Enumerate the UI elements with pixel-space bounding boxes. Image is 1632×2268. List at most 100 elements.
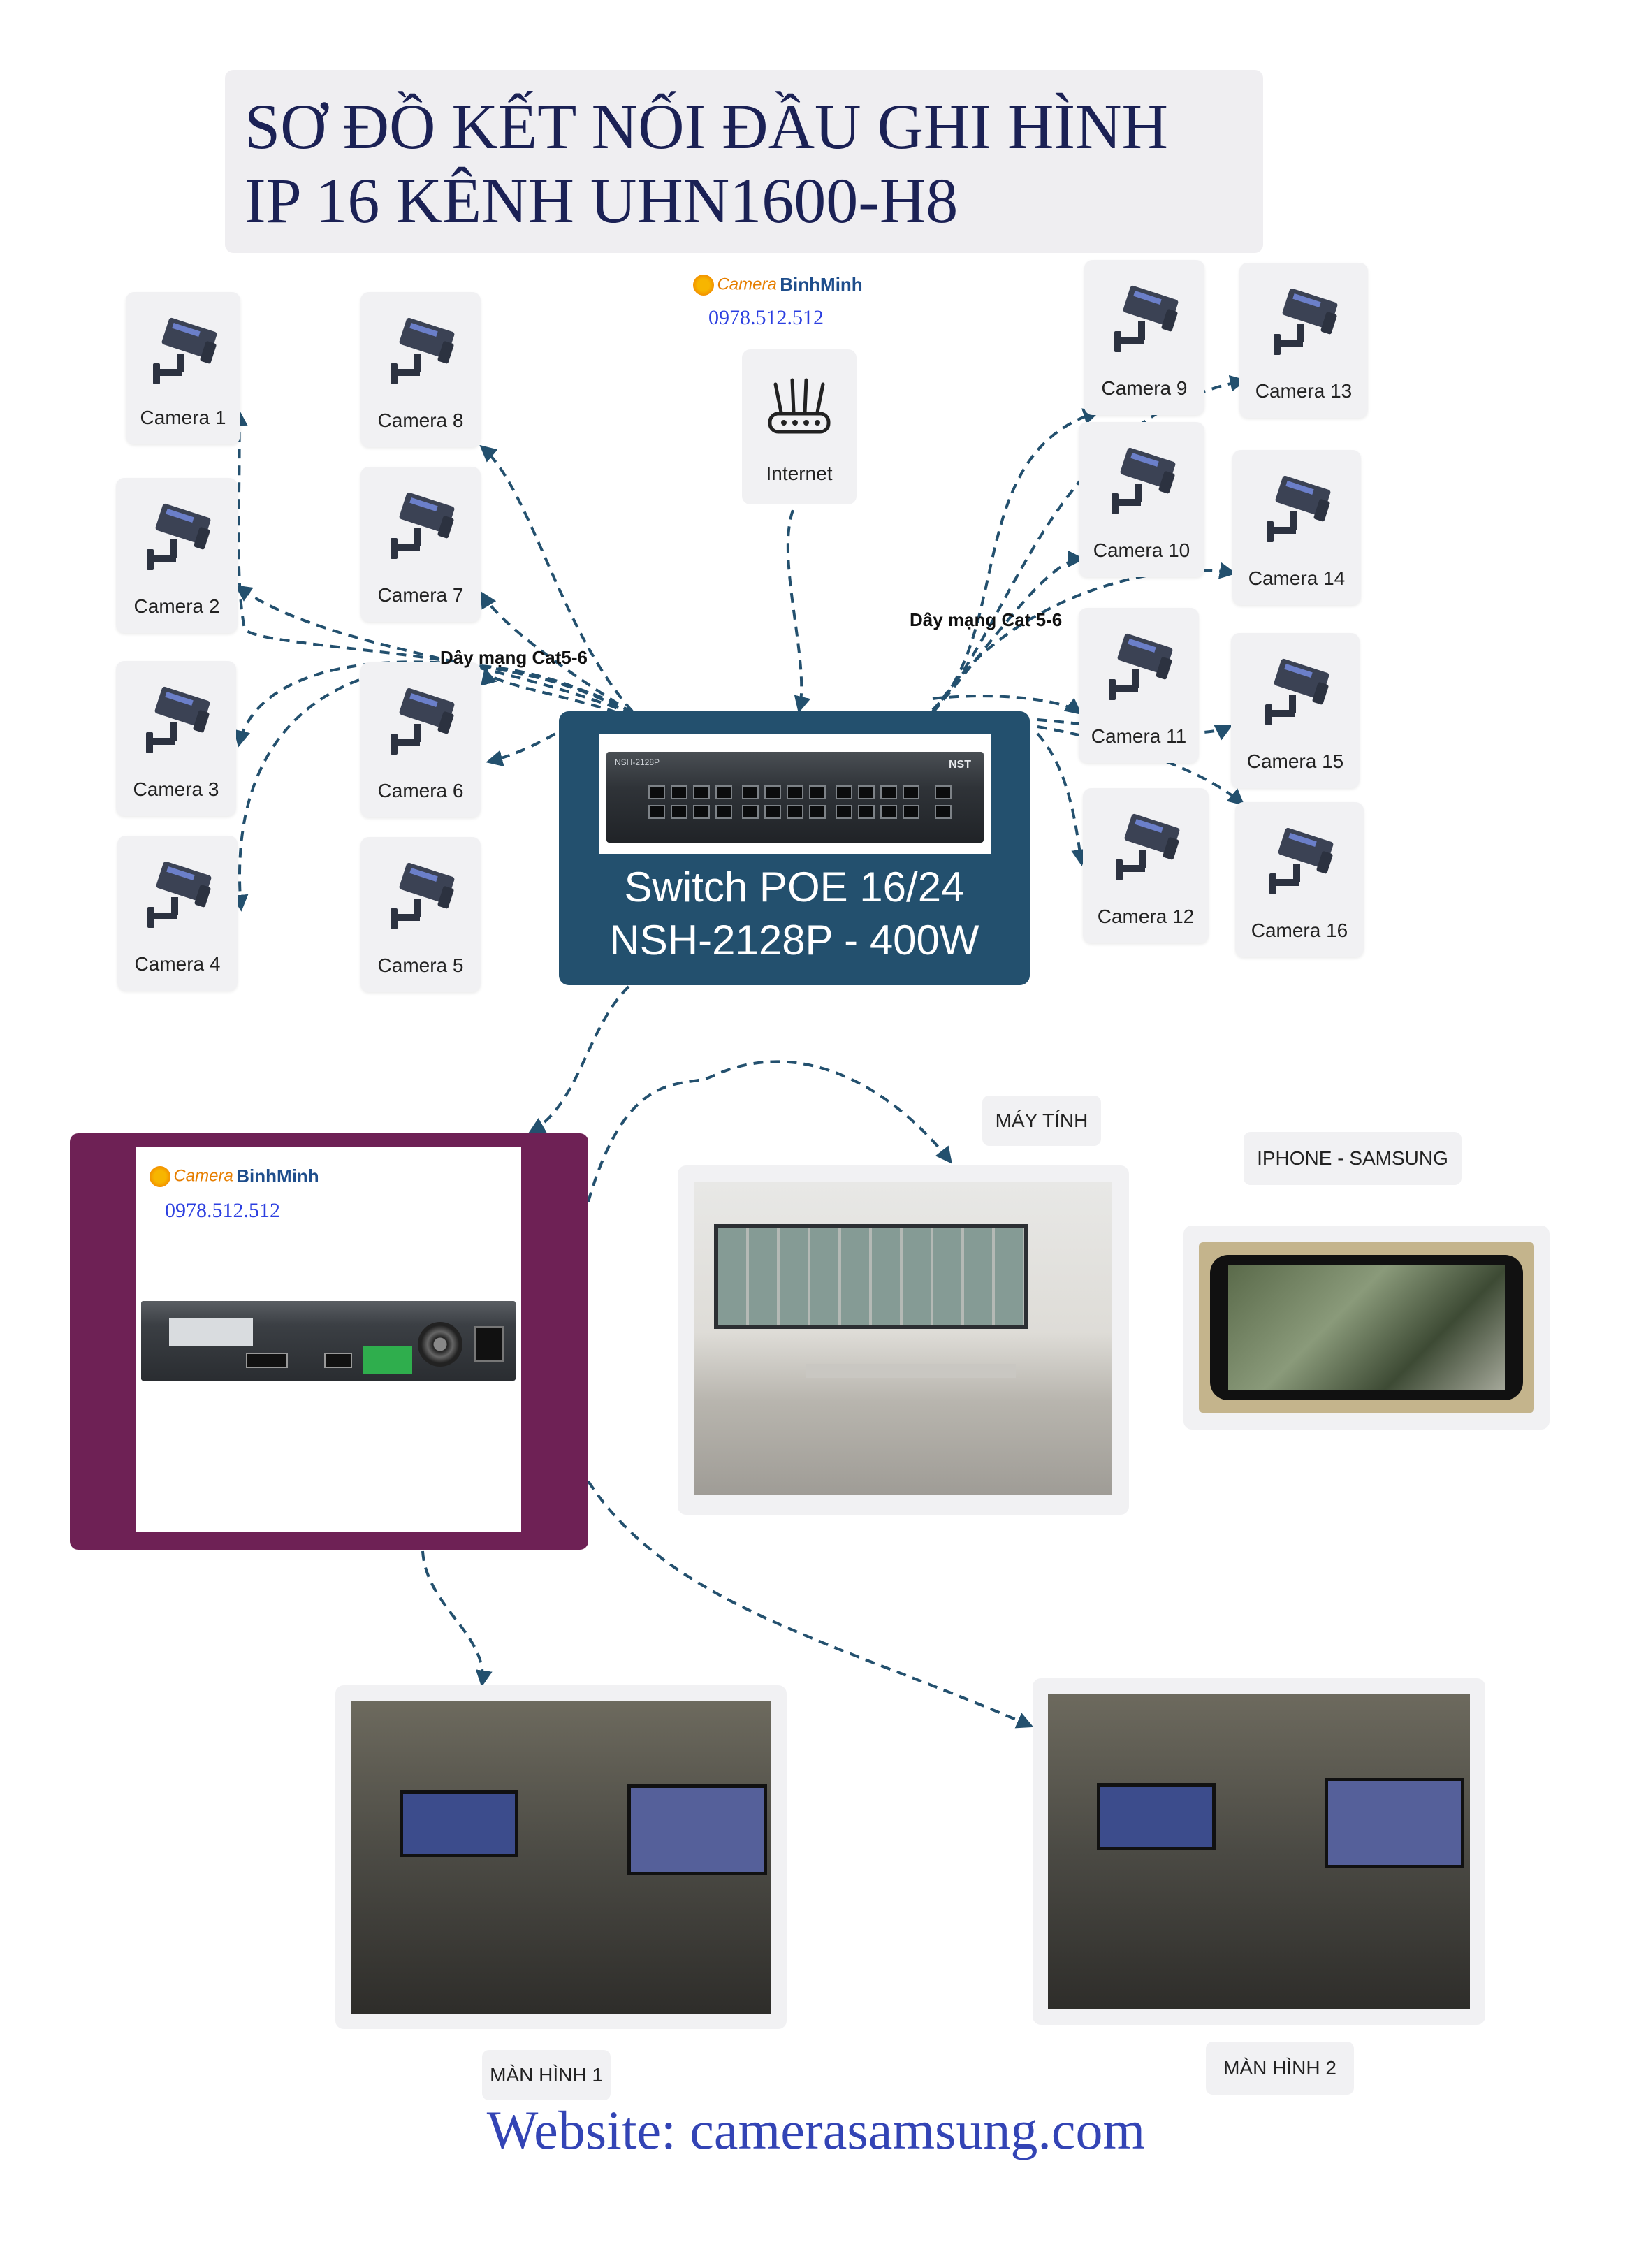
fan-icon bbox=[418, 1322, 462, 1367]
switch-line-1: Switch POE 16/24 bbox=[624, 864, 965, 910]
cctv-camera-icon bbox=[1107, 813, 1184, 883]
cctv-camera-icon bbox=[139, 861, 216, 931]
camera-card-7: Camera 7 bbox=[360, 467, 481, 622]
computer-label: MÁY TÍNH bbox=[982, 1096, 1101, 1146]
cctv-camera-icon bbox=[382, 688, 459, 757]
cctv-camera-icon bbox=[382, 862, 459, 932]
camera-label: Camera 14 bbox=[1248, 567, 1346, 589]
cable-camera-12 bbox=[1036, 732, 1088, 866]
switch-port bbox=[836, 805, 852, 819]
router-icon bbox=[768, 378, 831, 434]
switch-port bbox=[809, 805, 826, 819]
video-wall-grid bbox=[718, 1228, 1024, 1325]
phone-screen-feed bbox=[1228, 1265, 1505, 1390]
camera-label: Camera 8 bbox=[377, 409, 464, 431]
internet-node: Internet bbox=[742, 349, 857, 504]
camera-label: Camera 12 bbox=[1097, 906, 1195, 927]
power-socket-icon bbox=[474, 1326, 504, 1362]
nvr-device-rear bbox=[141, 1301, 516, 1381]
switch-port bbox=[715, 805, 732, 819]
switch-model-text: NSH-2128P bbox=[615, 757, 660, 767]
title-box: SƠ ĐỒ KẾT NỐI ĐẦU GHI HÌNH IP 16 KÊNH UH… bbox=[225, 70, 1263, 253]
cable-internet bbox=[786, 509, 811, 713]
brand-logo-top: Camera BinhMinh bbox=[693, 274, 863, 296]
camera-card-4: Camera 4 bbox=[117, 836, 238, 991]
cctv-camera-icon bbox=[1258, 475, 1335, 545]
cable-camera-5 bbox=[481, 667, 633, 720]
phone-photo bbox=[1199, 1242, 1534, 1413]
cctv-camera-icon bbox=[1100, 633, 1177, 703]
cable-camera-9 bbox=[931, 408, 1100, 713]
camera-label: Camera 9 bbox=[1101, 377, 1188, 399]
camera-card-14: Camera 14 bbox=[1232, 450, 1361, 605]
monitor-screen bbox=[1325, 1778, 1464, 1868]
camera-card-9: Camera 9 bbox=[1084, 260, 1204, 415]
monitor-screen bbox=[400, 1790, 518, 1857]
camera-card-5: Camera 5 bbox=[360, 837, 481, 992]
camera-label: Camera 13 bbox=[1255, 380, 1353, 402]
cctv-camera-icon bbox=[138, 503, 215, 573]
camera-card-2: Camera 2 bbox=[116, 478, 238, 633]
switch-line-2: NSH-2128P - 400W bbox=[609, 917, 979, 964]
cable-camera-6 bbox=[486, 724, 571, 766]
switch-port bbox=[858, 785, 875, 799]
cable-nvr-monitor2 bbox=[587, 1480, 1034, 1729]
camera-label: Camera 2 bbox=[133, 595, 220, 617]
camera-label: Camera 11 bbox=[1091, 725, 1187, 747]
switch-device: NSH-2128P NST bbox=[606, 752, 984, 843]
monitor-2-photo bbox=[1048, 1694, 1470, 2009]
switch-port bbox=[903, 785, 919, 799]
switch-port bbox=[671, 785, 687, 799]
switch-port bbox=[858, 805, 875, 819]
camera-card-13: Camera 13 bbox=[1239, 263, 1368, 418]
switch-port bbox=[715, 785, 732, 799]
nvr-lan-ports bbox=[246, 1353, 288, 1368]
video-wall bbox=[714, 1224, 1028, 1329]
sfp-port bbox=[935, 805, 952, 819]
cable-nvr-computer bbox=[587, 1060, 952, 1202]
cable-camera-10 bbox=[931, 551, 1085, 714]
switch-port bbox=[648, 805, 665, 819]
brand-camera-word: Camera bbox=[717, 275, 777, 294]
cable-nvr-monitor1 bbox=[421, 1550, 493, 1687]
cctv-camera-icon bbox=[145, 317, 221, 387]
switch-port bbox=[880, 805, 897, 819]
nvr-sticker bbox=[169, 1318, 253, 1346]
camera-card-11: Camera 11 bbox=[1079, 608, 1199, 763]
nvr-hdmi-port bbox=[324, 1353, 352, 1368]
cctv-camera-icon bbox=[1103, 447, 1180, 517]
switch-label: Switch POE 16/24 NSH-2128P - 400W bbox=[559, 861, 1030, 967]
camera-card-10: Camera 10 bbox=[1079, 422, 1204, 577]
sun-icon bbox=[150, 1165, 170, 1187]
brand-name: BinhMinh bbox=[780, 274, 863, 295]
cctv-camera-icon bbox=[382, 317, 459, 387]
cable-label-left: Dây mạng Cat5-6 bbox=[440, 647, 588, 668]
camera-card-16: Camera 16 bbox=[1235, 802, 1364, 957]
camera-card-8: Camera 8 bbox=[360, 292, 481, 447]
camera-card-6: Camera 6 bbox=[360, 662, 481, 817]
cctv-camera-icon bbox=[1265, 288, 1342, 358]
cable-label-right: Dây mạng Cat 5-6 bbox=[910, 609, 1063, 630]
smartphone bbox=[1210, 1255, 1523, 1400]
phone-label: IPHONE - SAMSUNG bbox=[1244, 1132, 1462, 1185]
cable-camera-7 bbox=[480, 590, 634, 714]
monitor-screen bbox=[627, 1784, 767, 1875]
camera-label: Camera 7 bbox=[377, 584, 464, 606]
switch-port bbox=[693, 805, 710, 819]
sfp-port bbox=[935, 785, 952, 799]
cctv-camera-icon bbox=[138, 686, 214, 756]
brand-camera-word: Camera bbox=[173, 1166, 233, 1186]
brand-phone-top: 0978.512.512 bbox=[708, 306, 824, 329]
cable-camera-11 bbox=[932, 695, 1082, 715]
camera-label: Camera 16 bbox=[1251, 919, 1348, 941]
camera-label: Camera 15 bbox=[1246, 750, 1344, 772]
switch-port bbox=[693, 785, 710, 799]
cctv-camera-icon bbox=[1106, 285, 1183, 355]
nvr-terminal-block bbox=[363, 1346, 412, 1374]
monitor-1-photo bbox=[351, 1701, 771, 2014]
camera-label: Camera 5 bbox=[377, 954, 464, 976]
switch-port bbox=[880, 785, 897, 799]
title-line-1: SƠ ĐỒ KẾT NỐI ĐẦU GHI HÌNH bbox=[245, 91, 1168, 162]
cctv-camera-icon bbox=[1257, 658, 1334, 728]
